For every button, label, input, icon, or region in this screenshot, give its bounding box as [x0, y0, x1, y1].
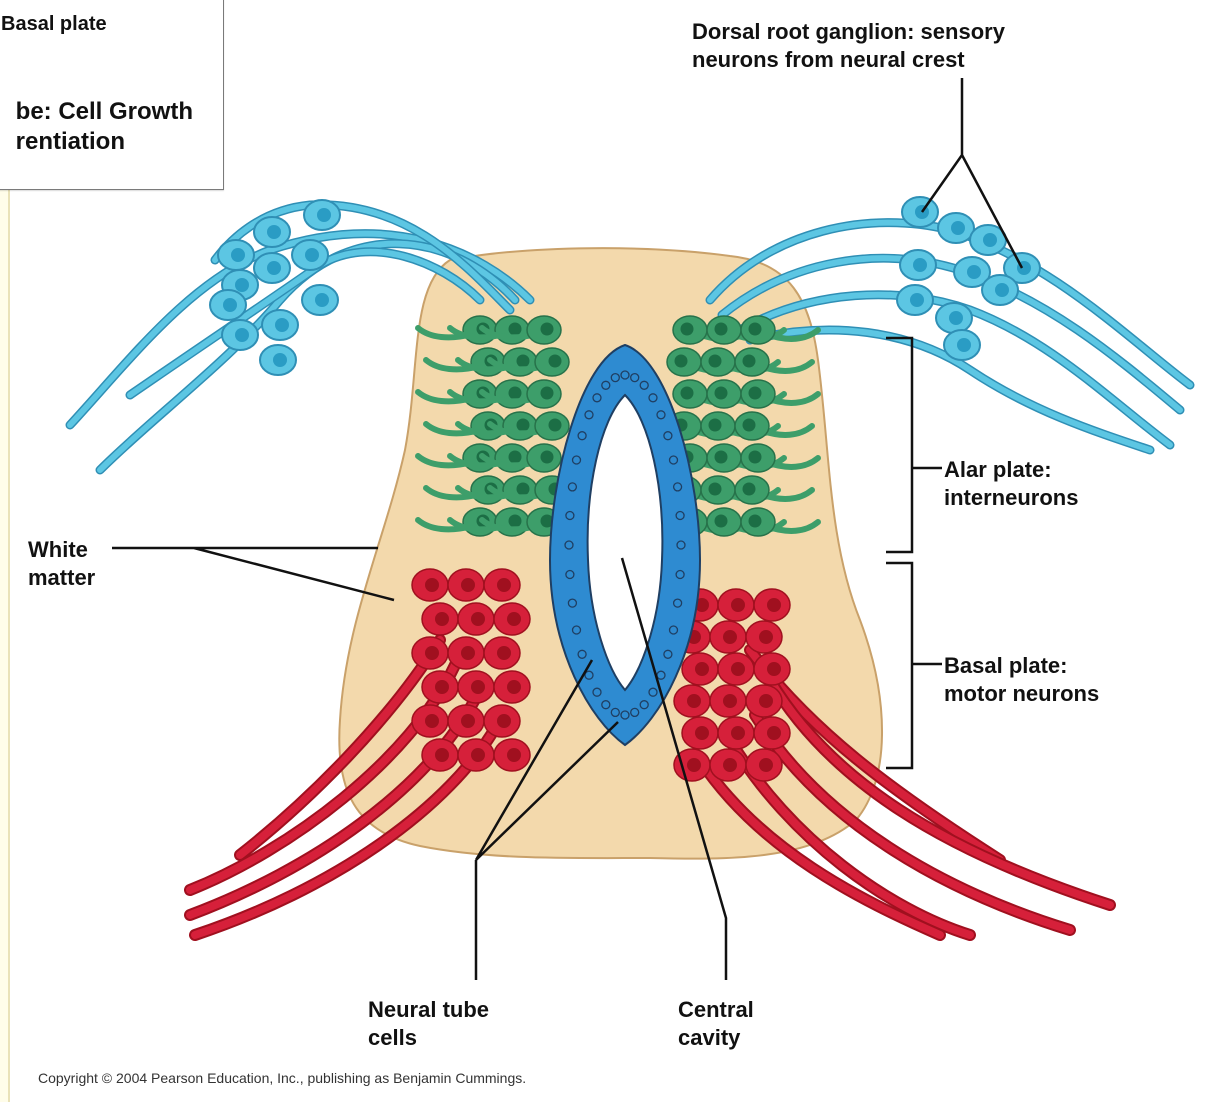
interneuron-nucleus — [509, 515, 522, 528]
motor-nucleus — [461, 714, 475, 728]
interneuron-nucleus — [509, 387, 522, 400]
sensory-nucleus — [267, 225, 281, 239]
motor-nucleus — [425, 578, 439, 592]
motor-nucleus — [471, 680, 485, 694]
interneuron-nucleus — [749, 515, 762, 528]
central-cavity-label: Central cavity — [678, 996, 754, 1052]
motor-nucleus — [435, 748, 449, 762]
motor-nucleus — [759, 758, 773, 772]
sensory-nucleus — [951, 221, 965, 235]
interneuron-nucleus — [715, 451, 728, 464]
motor-nucleus — [723, 758, 737, 772]
sensory-nucleus — [995, 283, 1009, 297]
interneuron-nucleus — [509, 451, 522, 464]
sensory-nucleus — [275, 318, 289, 332]
interneuron-nucleus — [715, 387, 728, 400]
motor-nucleus — [731, 726, 745, 740]
alar-plate-label: Alar plate: interneurons — [944, 456, 1078, 512]
sensory-nucleus — [273, 353, 287, 367]
motor-nucleus — [461, 578, 475, 592]
sensory-nucleus — [317, 208, 331, 222]
sensory-nucleus — [913, 258, 927, 272]
motor-nucleus — [435, 680, 449, 694]
sensory-nucleus — [949, 311, 963, 325]
interneuron-nucleus — [743, 419, 756, 432]
sensory-nucleus — [967, 265, 981, 279]
interneuron-nucleus — [743, 483, 756, 496]
motor-nucleus — [425, 646, 439, 660]
interneuron-nucleus — [541, 323, 554, 336]
motor-nucleus — [687, 758, 701, 772]
interneuron-nucleus — [749, 387, 762, 400]
neural-tube-cells-label: Neural tube cells — [368, 996, 489, 1052]
basal-plate-label: Basal plate: motor neurons — [944, 652, 1099, 708]
motor-nucleus — [461, 646, 475, 660]
motor-nucleus — [471, 748, 485, 762]
interneuron-nucleus — [749, 323, 762, 336]
sensory-nucleus — [235, 278, 249, 292]
interneuron-nucleus — [681, 323, 694, 336]
interneuron-nucleus — [549, 355, 562, 368]
sensory-nucleus — [235, 328, 249, 342]
motor-nucleus — [497, 646, 511, 660]
motor-nucleus — [695, 662, 709, 676]
interneuron-nucleus — [709, 483, 722, 496]
sensory-nucleus — [223, 298, 237, 312]
interneuron-nucleus — [541, 451, 554, 464]
copyright-text: Copyright © 2004 Pearson Education, Inc.… — [38, 1070, 526, 1086]
motor-nucleus — [497, 578, 511, 592]
motor-nucleus — [497, 714, 511, 728]
alar-bracket — [886, 338, 942, 552]
interneuron-nucleus — [517, 419, 530, 432]
interneuron-nucleus — [509, 323, 522, 336]
basal-bracket — [886, 563, 942, 768]
motor-nucleus — [767, 598, 781, 612]
sensory-nucleus — [231, 248, 245, 262]
motor-nucleus — [767, 662, 781, 676]
motor-nucleus — [759, 630, 773, 644]
motor-nucleus — [507, 612, 521, 626]
motor-nucleus — [425, 714, 439, 728]
sensory-nucleus — [957, 338, 971, 352]
interneuron-nucleus — [681, 387, 694, 400]
interneuron-nucleus — [743, 355, 756, 368]
overlay-line1: Basal plate — [1, 13, 107, 36]
motor-nucleus — [723, 694, 737, 708]
interneuron-nucleus — [517, 483, 530, 496]
motor-nucleus — [723, 630, 737, 644]
motor-nucleus — [767, 726, 781, 740]
interneuron-nucleus — [709, 355, 722, 368]
motor-nucleus — [435, 612, 449, 626]
motor-nucleus — [731, 598, 745, 612]
interneuron-nucleus — [541, 387, 554, 400]
motor-nucleus — [471, 612, 485, 626]
sensory-nucleus — [267, 261, 281, 275]
interneuron-nucleus — [715, 323, 728, 336]
interneuron-nucleus — [715, 515, 728, 528]
interneuron-nucleus — [517, 355, 530, 368]
motor-nucleus — [695, 726, 709, 740]
motor-nucleus — [687, 694, 701, 708]
overlay-line2: be: Cell Growth rentiation — [16, 97, 193, 157]
motor-nucleus — [507, 748, 521, 762]
motor-nucleus — [507, 680, 521, 694]
interneuron-nucleus — [709, 419, 722, 432]
sensory-nucleus — [315, 293, 329, 307]
interneuron-nucleus — [749, 451, 762, 464]
sensory-nucleus — [305, 248, 319, 262]
sensory-nucleus — [910, 293, 924, 307]
motor-nucleus — [759, 694, 773, 708]
sensory-nucleus — [983, 233, 997, 247]
white-matter-leader — [112, 548, 394, 600]
interneuron-nucleus — [549, 419, 562, 432]
interneuron-nucleus — [675, 355, 688, 368]
drg-label: Dorsal root ganglion: sensory neurons fr… — [692, 18, 1005, 74]
white-matter-label: White matter — [28, 536, 95, 592]
motor-nucleus — [731, 662, 745, 676]
overlay-popup: Basal plate be: Cell Growth rentiation — [0, 0, 224, 190]
